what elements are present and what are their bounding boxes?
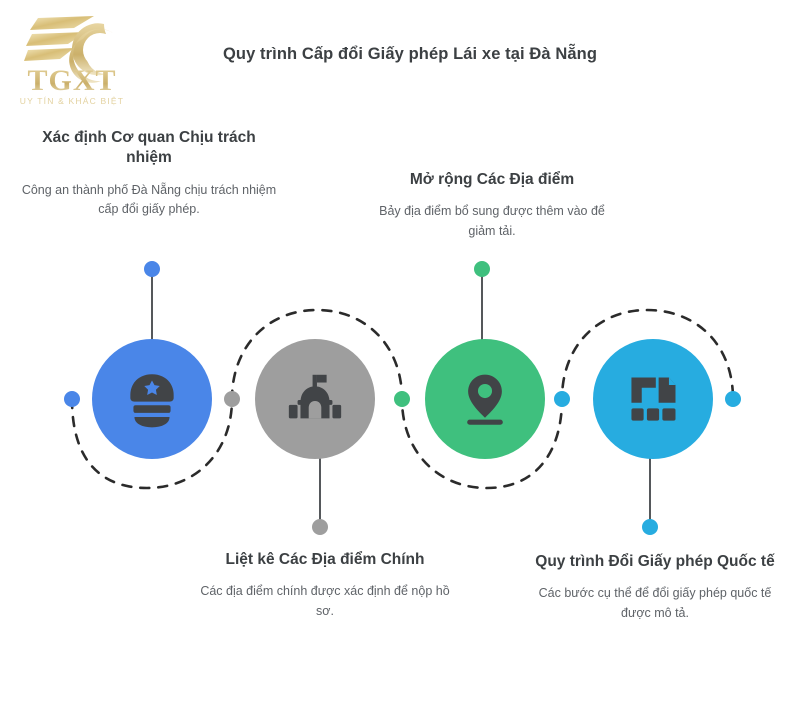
document-file-icon bbox=[631, 377, 676, 421]
path-junction-dot-3 bbox=[554, 391, 570, 407]
page-title: Quy trình Cấp đổi Giấy phép Lái xe tại Đ… bbox=[222, 45, 598, 63]
step-node-3[interactable] bbox=[425, 339, 545, 459]
logo-tagline: UY TÍN & KHÁC BIỆT bbox=[20, 96, 124, 106]
step-label-4: Quy trình Đổi Giấy phép Quốc tế Các bước… bbox=[528, 552, 782, 623]
path-start-dot bbox=[64, 391, 80, 407]
path-junction-dot-2 bbox=[394, 391, 410, 407]
government-building-icon bbox=[288, 374, 342, 419]
path-junction-dot-1 bbox=[224, 391, 240, 407]
step-title-2: Liệt kê Các Địa điểm Chính bbox=[225, 551, 425, 568]
step-label-3: Mở rộng Các Địa điểm Bảy địa điểm bổ sun… bbox=[366, 170, 618, 241]
stem-step-1 bbox=[151, 272, 153, 340]
stem-step-2 bbox=[319, 458, 321, 526]
map-pin-icon bbox=[467, 374, 503, 425]
step-title-4: Quy trình Đổi Giấy phép Quốc tế bbox=[535, 553, 775, 570]
step-desc-1: Công an thành phố Đà Nẵng chịu trách nhi… bbox=[21, 182, 277, 217]
step-desc-3: Bảy địa điểm bổ sung được thêm vào để gi… bbox=[379, 204, 605, 238]
stem-dot-step-2 bbox=[312, 519, 328, 535]
step-title-1: Xác định Cơ quan Chịu trách nhiệm bbox=[42, 129, 256, 167]
step-label-1: Xác định Cơ quan Chịu trách nhiệm Công a… bbox=[18, 128, 280, 220]
step-title-3: Mở rộng Các Địa điểm bbox=[409, 171, 575, 188]
logo-wordmark: TGXT bbox=[27, 64, 116, 97]
brand-logo: TGXT UY TÍN & KHÁC BIỆT bbox=[8, 8, 138, 108]
step-label-2: Liệt kê Các Địa điểm Chính Các địa điểm … bbox=[196, 550, 454, 621]
step-node-2[interactable] bbox=[255, 339, 375, 459]
stem-dot-step-1 bbox=[144, 261, 160, 277]
stem-dot-step-4 bbox=[642, 519, 658, 535]
step-desc-4: Các bước cụ thể để đổi giấy phép quốc tế… bbox=[538, 586, 772, 620]
police-cap-icon bbox=[130, 374, 174, 428]
step-desc-2: Các địa điểm chính được xác định để nộp … bbox=[200, 584, 450, 618]
path-end-dot bbox=[725, 391, 741, 407]
tgxt-wing-logo-icon: TGXT UY TÍN & KHÁC BIỆT bbox=[20, 16, 124, 106]
stem-dot-step-3 bbox=[474, 261, 490, 277]
stem-step-3 bbox=[481, 272, 483, 340]
stem-step-4 bbox=[649, 458, 651, 526]
step-node-4[interactable] bbox=[593, 339, 713, 459]
step-node-1[interactable] bbox=[92, 339, 212, 459]
